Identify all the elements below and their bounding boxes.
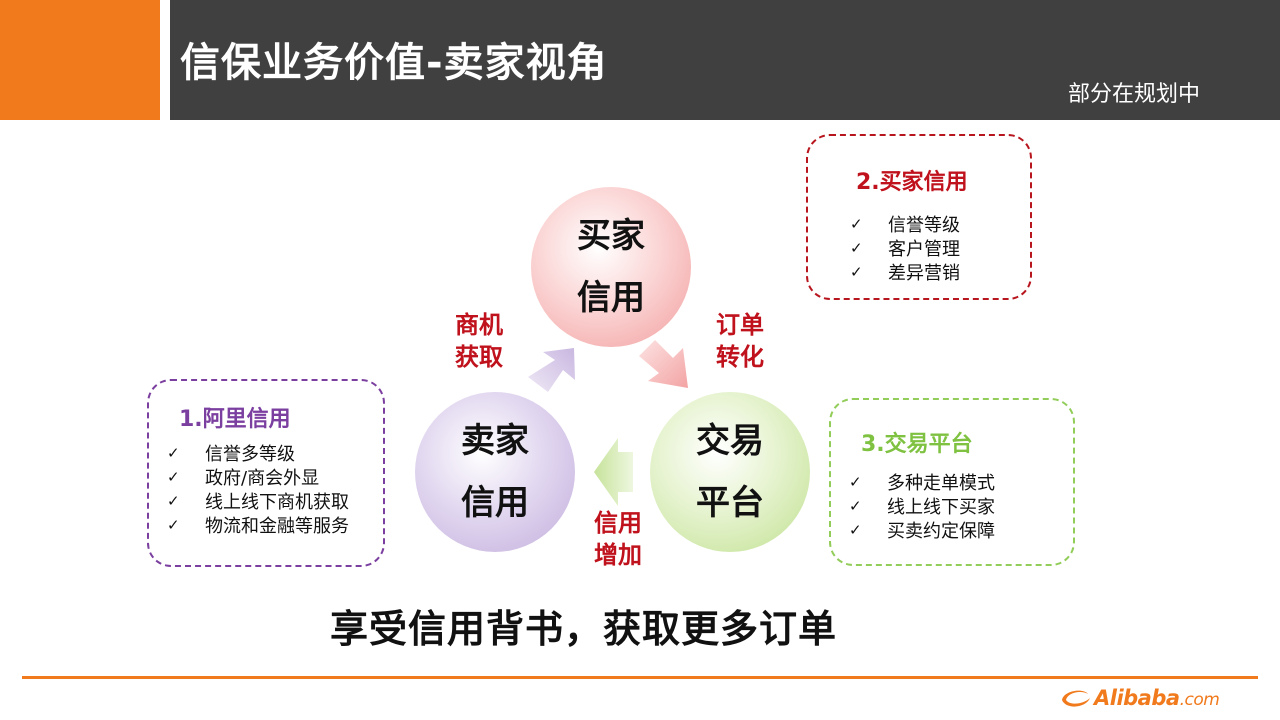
check-icon: ✓	[167, 492, 180, 510]
order-conversion-label: 订单 转化	[716, 309, 764, 373]
slide-title: 信保业务价值-卖家视角	[180, 40, 608, 86]
list-item: ✓ 客户管理	[850, 236, 960, 260]
check-icon: ✓	[850, 239, 863, 257]
trade-platform-box: 3.交易平台 ✓ 多种走单模式 ✓ 线上线下买家 ✓ 买卖约定保障	[829, 398, 1075, 566]
list-item-label: 信誉等级	[888, 215, 960, 236]
logo-suffix-text: .com	[1179, 690, 1220, 710]
list-item-label: 多种走单模式	[887, 473, 995, 494]
list-item-label: 信誉多等级	[205, 444, 295, 465]
arrow-opportunity-icon	[528, 348, 575, 392]
check-icon: ✓	[849, 497, 862, 515]
seller-credit-line2: 信用	[461, 483, 529, 523]
header-bar	[170, 0, 1280, 120]
arrow-credit-icon	[594, 438, 633, 506]
check-icon: ✓	[850, 263, 863, 281]
buyer-credit-box-title: 2.买家信用	[856, 170, 968, 195]
buyer-credit-list: ✓ 信誉等级 ✓ 客户管理 ✓ 差异营销	[850, 212, 960, 284]
trade-platform-box-title: 3.交易平台	[861, 432, 973, 457]
list-item: ✓ 政府/商会外显	[167, 465, 349, 489]
list-item-label: 线上线下买家	[887, 497, 995, 518]
check-icon: ✓	[849, 473, 862, 491]
list-item-label: 差异营销	[888, 263, 960, 284]
buyer-credit-box: 2.买家信用 ✓ 信誉等级 ✓ 客户管理 ✓ 差异营销	[806, 134, 1032, 300]
opportunity-label-line1: 商机	[455, 311, 503, 339]
alibaba-logo: Alibaba.com	[1058, 680, 1258, 716]
check-icon: ✓	[167, 468, 180, 486]
list-item-label: 政府/商会外显	[205, 468, 320, 489]
alibaba-smile-icon	[1062, 690, 1090, 707]
credit-increase-label: 信用 增加	[594, 507, 642, 571]
list-item: ✓ 差异营销	[850, 260, 960, 284]
slogan-text: 享受信用背书，获取更多订单	[330, 607, 838, 651]
buyer-credit-circle: 买家 信用	[531, 187, 691, 347]
list-item: ✓ 信誉等级	[850, 212, 960, 236]
order-conversion-label-line1: 订单	[716, 311, 764, 339]
list-item: ✓ 买卖约定保障	[849, 518, 995, 542]
list-item: ✓ 物流和金融等服务	[167, 513, 349, 537]
check-icon: ✓	[167, 444, 180, 462]
buyer-credit-line1: 买家	[577, 216, 645, 256]
trade-platform-line2: 平台	[696, 483, 764, 523]
list-item: ✓ 线上线下商机获取	[167, 489, 349, 513]
list-item: ✓ 线上线下买家	[849, 494, 995, 518]
header-accent-block	[0, 0, 160, 120]
list-item-label: 线上线下商机获取	[205, 492, 349, 513]
opportunity-label: 商机 获取	[455, 309, 503, 373]
seller-credit-line1: 卖家	[461, 421, 529, 461]
check-icon: ✓	[850, 215, 863, 233]
trade-platform-circle: 交易 平台	[650, 392, 810, 552]
buyer-credit-line2: 信用	[577, 278, 645, 318]
credit-increase-label-line2: 增加	[594, 541, 642, 569]
seller-credit-circle: 卖家 信用	[415, 392, 575, 552]
arrow-order-icon	[639, 340, 688, 388]
footer-divider	[22, 676, 1258, 679]
list-item: ✓ 信誉多等级	[167, 441, 349, 465]
list-item-label: 客户管理	[888, 239, 960, 260]
opportunity-label-line2: 获取	[455, 343, 503, 371]
logo-wordmark: Alibaba.com	[1094, 686, 1220, 710]
trade-platform-list: ✓ 多种走单模式 ✓ 线上线下买家 ✓ 买卖约定保障	[849, 470, 995, 542]
logo-main-text: Alibaba	[1094, 686, 1180, 710]
trade-platform-line1: 交易	[696, 421, 764, 461]
list-item-label: 物流和金融等服务	[205, 516, 349, 537]
credit-increase-label-line1: 信用	[594, 509, 642, 537]
order-conversion-label-line2: 转化	[716, 343, 764, 371]
list-item-label: 买卖约定保障	[887, 521, 995, 542]
planning-note: 部分在规划中	[1068, 82, 1201, 107]
check-icon: ✓	[849, 521, 862, 539]
ali-credit-list: ✓ 信誉多等级 ✓ 政府/商会外显 ✓ 线上线下商机获取 ✓ 物流和金融等服务	[167, 441, 349, 537]
check-icon: ✓	[167, 516, 180, 534]
ali-credit-box: 1.阿里信用 ✓ 信誉多等级 ✓ 政府/商会外显 ✓ 线上线下商机获取 ✓ 物流和金融等…	[147, 379, 385, 567]
ali-credit-box-title: 1.阿里信用	[179, 407, 291, 432]
list-item: ✓ 多种走单模式	[849, 470, 995, 494]
